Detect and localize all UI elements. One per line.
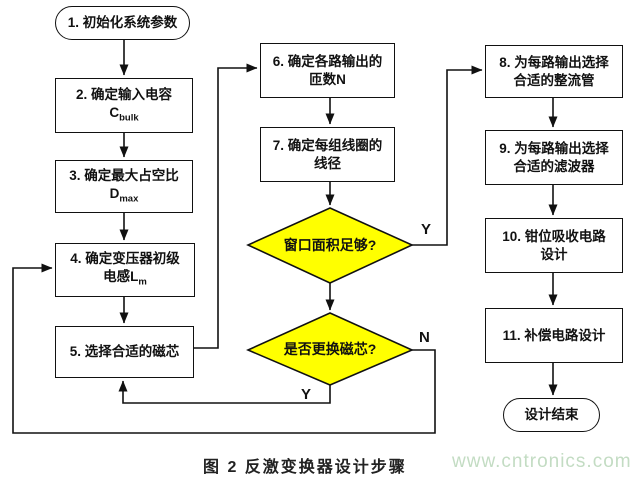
node-label: 11. 补偿电路设计	[502, 327, 606, 343]
node-label: 6. 确定各路输出的	[272, 53, 383, 69]
node-8-rectifier-selection: 8. 为每路输出选择 合适的整流管	[485, 45, 623, 98]
node-sublabel: 匝数N	[309, 71, 346, 87]
node-start-terminator: 1. 初始化系统参数	[55, 6, 190, 40]
decision-replace-core-label: 是否更换磁芯?	[283, 341, 377, 357]
node-label: 9. 为每路输出选择	[499, 140, 609, 156]
decision-replace-core-shape	[246, 312, 414, 386]
node-label: 8. 为每路输出选择	[499, 54, 609, 70]
figure-caption: 图 2 反激变换器设计步骤	[203, 459, 407, 476]
edge-d2-yes-to-5	[118, 380, 331, 404]
node-label: 7. 确定每组线圈的	[272, 137, 383, 153]
node-10-clamp-snubber-circuit: 10. 钳位吸收电路 设计	[485, 218, 623, 273]
node-sublabel: 设计	[540, 246, 568, 262]
site-watermark: www.cntronics.com	[452, 451, 632, 472]
edge-d1-yes-to-8	[412, 65, 483, 246]
node-label: 1. 初始化系统参数	[67, 15, 178, 31]
decision-window-area-shape	[246, 207, 414, 284]
node-sublabel: Dmax	[109, 185, 139, 205]
branch-label-replace-core-no: N	[419, 329, 430, 346]
branch-label-window-area-yes: Y	[421, 221, 432, 238]
node-sublabel: 合适的滤波器	[513, 158, 595, 174]
node-label: 4. 确定变压器初级	[70, 251, 180, 267]
node-label: 3. 确定最大占空比	[69, 167, 179, 183]
node-11-compensation-circuit: 11. 补偿电路设计	[485, 308, 623, 363]
node-4-primary-inductance: 4. 确定变压器初级 电感Lm	[55, 243, 195, 297]
node-sublabel: Cbulk	[109, 104, 139, 124]
node-label: 设计结束	[524, 407, 579, 423]
node-label: 2. 确定输入电容	[75, 86, 172, 102]
node-label: 10. 钳位吸收电路	[502, 228, 606, 244]
node-2-input-capacitor: 2. 确定输入电容 Cbulk	[55, 78, 193, 133]
node-label: 5. 选择合适的磁芯	[69, 344, 180, 360]
edge-d2-no-to-4	[12, 263, 436, 434]
node-sublabel: 线径	[314, 155, 341, 171]
node-5-core-selection: 5. 选择合适的磁芯	[55, 326, 194, 378]
node-3-max-duty-cycle: 3. 确定最大占空比 Dmax	[55, 160, 193, 213]
node-6-output-turns: 6. 确定各路输出的 匝数N	[260, 43, 395, 98]
edge-5-to-6	[194, 63, 258, 349]
node-7-wire-diameter: 7. 确定每组线圈的 线径	[260, 127, 395, 182]
decision-window-area-label: 窗口面积足够?	[283, 237, 377, 253]
branch-label-replace-core-yes: Y	[301, 386, 312, 403]
node-sublabel: 电感Lm	[103, 269, 147, 288]
node-9-filter-selection: 9. 为每路输出选择 合适的滤波器	[485, 130, 623, 185]
node-sublabel: 合适的整流管	[513, 72, 595, 88]
node-end-terminator: 设计结束	[503, 398, 600, 432]
